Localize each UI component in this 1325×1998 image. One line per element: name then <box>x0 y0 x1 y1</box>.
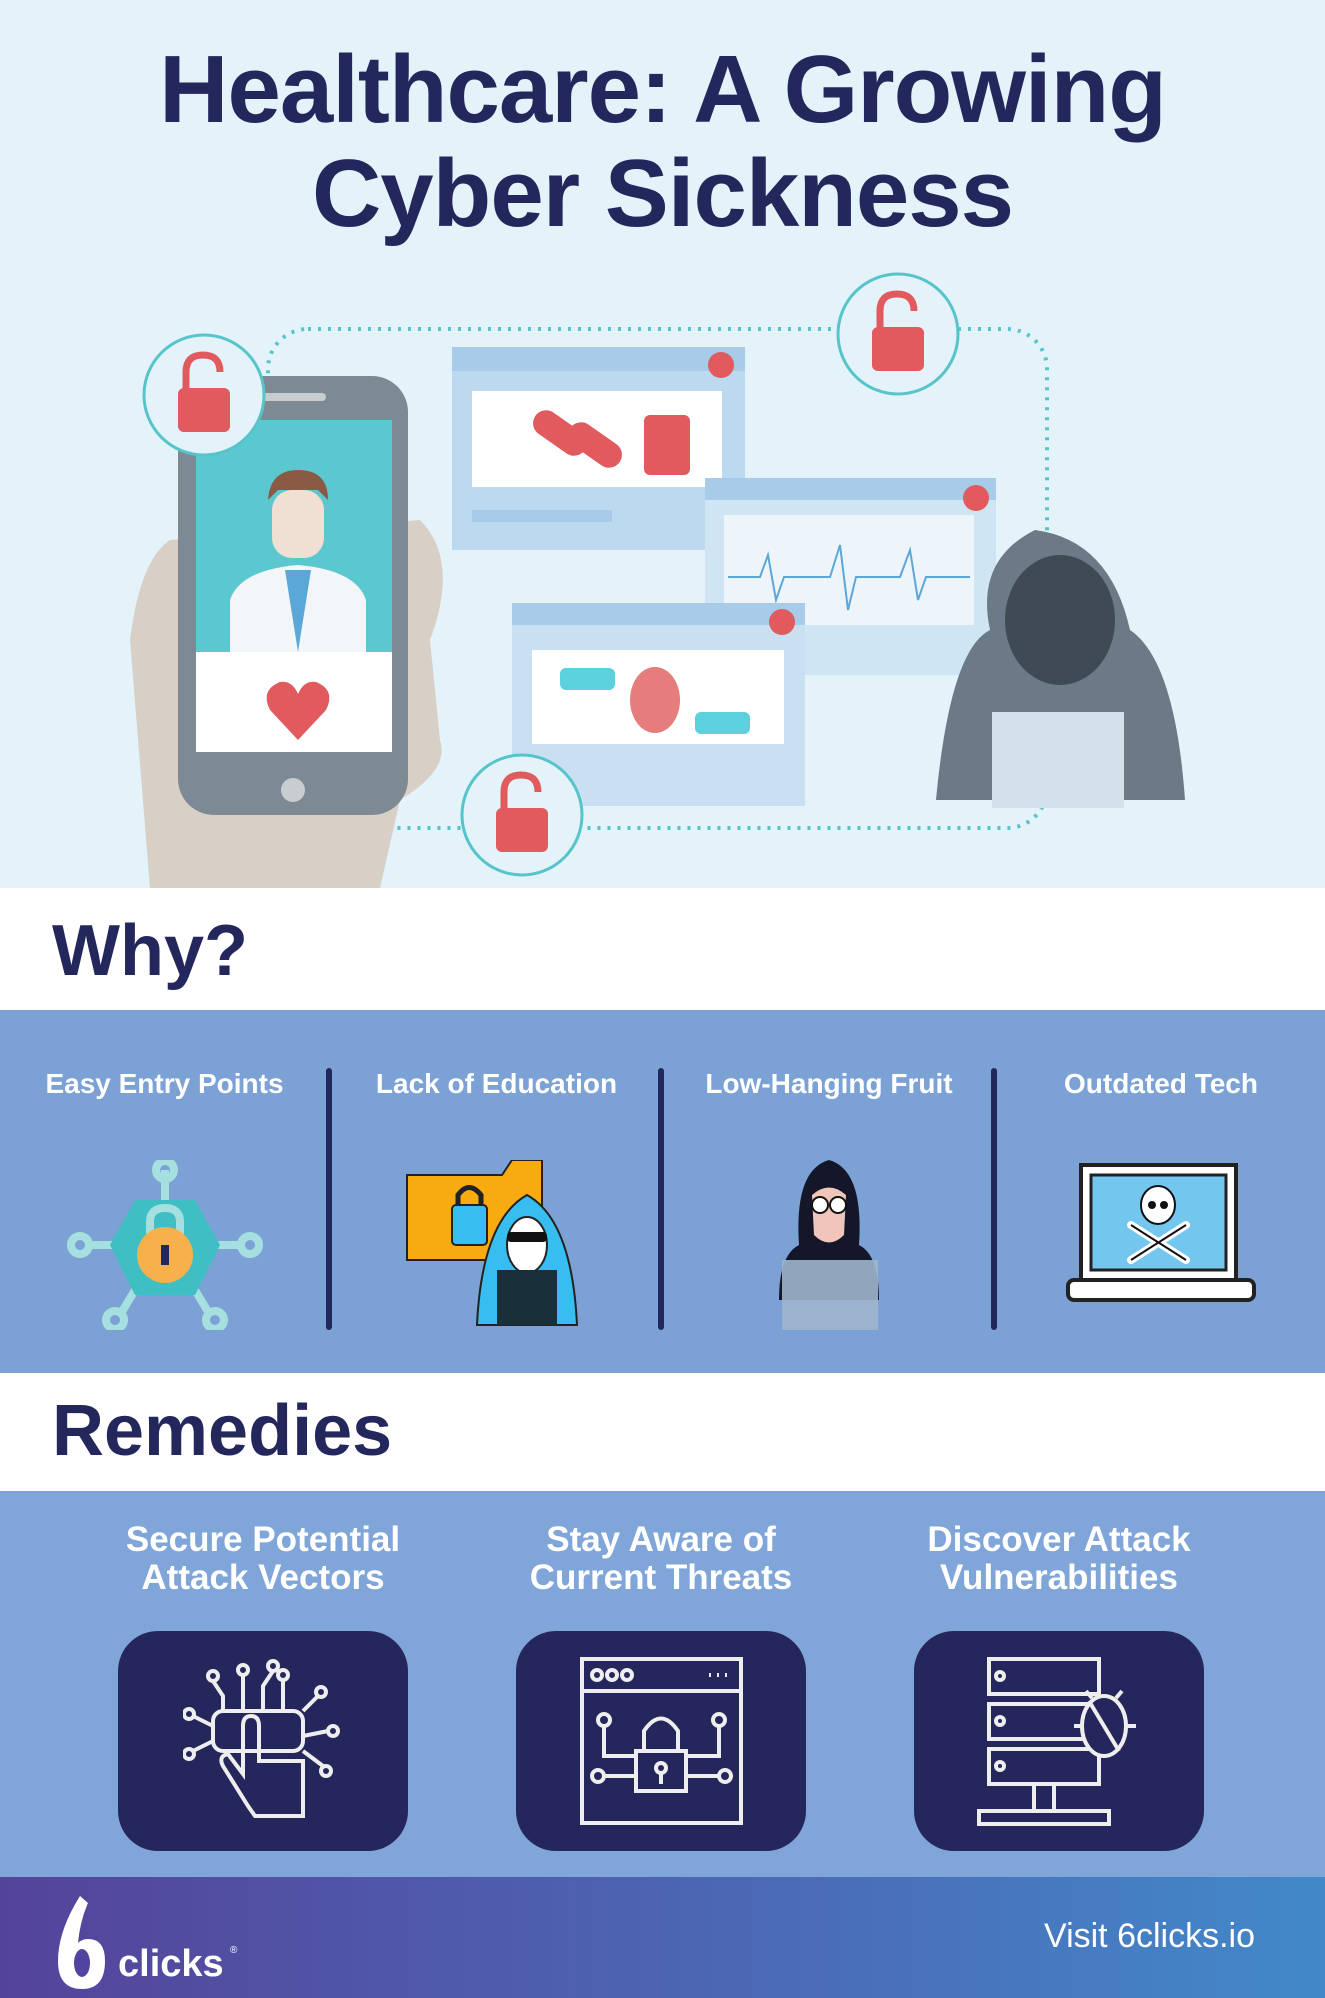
title-line-2: Cyber Sickness <box>311 140 1014 247</box>
column-divider <box>991 1068 997 1330</box>
visit-website-link[interactable]: Visit 6clicks.io <box>1044 1917 1255 1955</box>
unlocked-padlock-icon <box>836 272 960 396</box>
remedy-title-line: Current Threats <box>529 1558 793 1597</box>
page-title: Healthcare: A Growing Cyber Sickness <box>0 38 1325 246</box>
unlocked-padlock-icon <box>142 333 266 457</box>
6clicks-logo-mark: clicks ® <box>58 1896 238 1989</box>
remedies-heading: Remedies <box>52 1391 393 1471</box>
remedy-title-line: Vulnerabilities <box>940 1558 1178 1597</box>
svg-text:®: ® <box>230 1945 238 1956</box>
skull-laptop-icon <box>1066 1163 1256 1302</box>
medicine-window-icon <box>452 347 745 550</box>
remedy-title-line: Discover Attack <box>927 1520 1191 1559</box>
healthcare-illustration <box>130 272 1185 888</box>
why-item-easy-entry-points: Easy Entry Points <box>0 1010 329 1373</box>
why-item-lack-of-education: Lack of Education <box>332 1010 661 1373</box>
column-divider <box>326 1068 332 1330</box>
why-item-label: Easy Entry Points <box>45 1068 284 1099</box>
6clicks-logo[interactable]: clicks ® <box>50 1891 250 1996</box>
why-item-label: Low-Hanging Fruit <box>705 1068 953 1099</box>
hacker-folder-icon <box>405 1160 578 1326</box>
remedy-icon-box <box>118 1631 408 1851</box>
phone-icon <box>178 376 408 815</box>
column-divider <box>658 1068 664 1330</box>
remedy-title-line: Stay Aware of <box>546 1520 776 1559</box>
why-item-low-hanging-fruit: Low-Hanging Fruit <box>664 1010 994 1373</box>
why-item-label: Lack of Education <box>375 1068 618 1099</box>
hacker-icon <box>936 530 1185 808</box>
hooded-hacker-icon <box>779 1160 879 1330</box>
why-band: Easy Entry Points Lack of Education Low-… <box>0 1010 1325 1373</box>
remedy-title-line: Attack Vectors <box>141 1558 385 1597</box>
network-lock-icon <box>66 1160 263 1330</box>
server-bug-icon <box>977 1657 1136 1826</box>
svg-text:clicks: clicks <box>118 1943 224 1985</box>
remedy-icon-box <box>516 1631 806 1851</box>
remedy-title-line: Secure Potential <box>125 1520 401 1559</box>
footer: clicks ® Visit 6clicks.io <box>0 1877 1325 1998</box>
browser-lock-icon <box>579 1657 743 1825</box>
remedy-icon-box <box>914 1631 1204 1851</box>
unlocked-padlock-icon <box>460 753 584 877</box>
title-line-1: Healthcare: A Growing <box>159 36 1167 143</box>
hero-section: Healthcare: A Growing Cyber Sickness <box>0 0 1325 888</box>
why-item-outdated-tech: Outdated Tech <box>997 1010 1325 1373</box>
why-heading: Why? <box>52 911 248 991</box>
circuit-hand-icon <box>183 1659 340 1818</box>
why-item-label: Outdated Tech <box>1064 1068 1258 1099</box>
